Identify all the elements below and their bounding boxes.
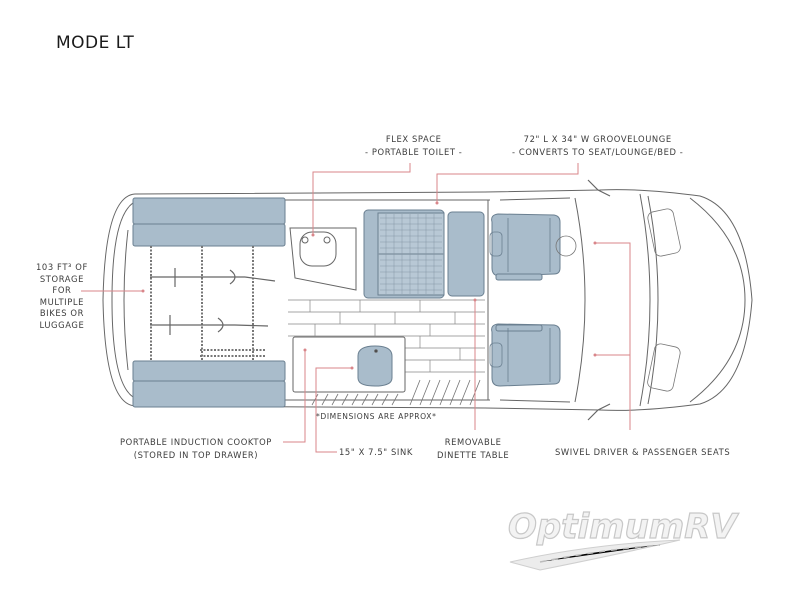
label-line: (STORED IN TOP DRAWER) (133, 450, 259, 460)
label-line: 103 FT³ OF (36, 262, 88, 272)
label-line: MULTIPLE (39, 296, 85, 307)
label-storage: 103 FT³ OF STORAGE FOR MULTIPLE BIKES OR… (36, 262, 88, 331)
label-line: FLEX SPACE (385, 134, 442, 144)
floorplan-title: MODE LT (56, 33, 135, 53)
label-sink: 15" X 7.5" SINK (339, 447, 413, 457)
label-line: 72" L X 34" W GROOVELOUNGE (523, 134, 672, 144)
label-dinette: REMOVABLE DINETTE TABLE (437, 436, 509, 462)
label-line: - CONVERTS TO SEAT/LOUNGE/BED - (512, 147, 684, 157)
label-seats: SWIVEL DRIVER & PASSENGER SEATS (555, 447, 731, 457)
logo-text: OptimumRV (508, 507, 739, 547)
label-line: DINETTE TABLE (437, 450, 510, 460)
label-line: BIKES OR (39, 308, 85, 318)
label-cooktop: PORTABLE INDUCTION COOKTOP (STORED IN TO… (120, 436, 272, 462)
label-line: STORAGE (39, 273, 84, 284)
label-line: PORTABLE INDUCTION COOKTOP (120, 437, 272, 447)
label-line: LUGGAGE (39, 319, 85, 330)
dimensions-note: *DIMENSIONS ARE APPROX* (316, 412, 437, 421)
label-line: REMOVABLE (444, 437, 502, 447)
label-flex-space: FLEX SPACE - PORTABLE TOILET - (365, 133, 462, 159)
label-line: - PORTABLE TOILET - (365, 147, 463, 157)
label-line: FOR (52, 285, 72, 295)
optimumrv-logo: OptimumRV (507, 506, 740, 571)
label-groovelounge: 72" L X 34" W GROOVELOUNGE - CONVERTS TO… (512, 133, 683, 159)
